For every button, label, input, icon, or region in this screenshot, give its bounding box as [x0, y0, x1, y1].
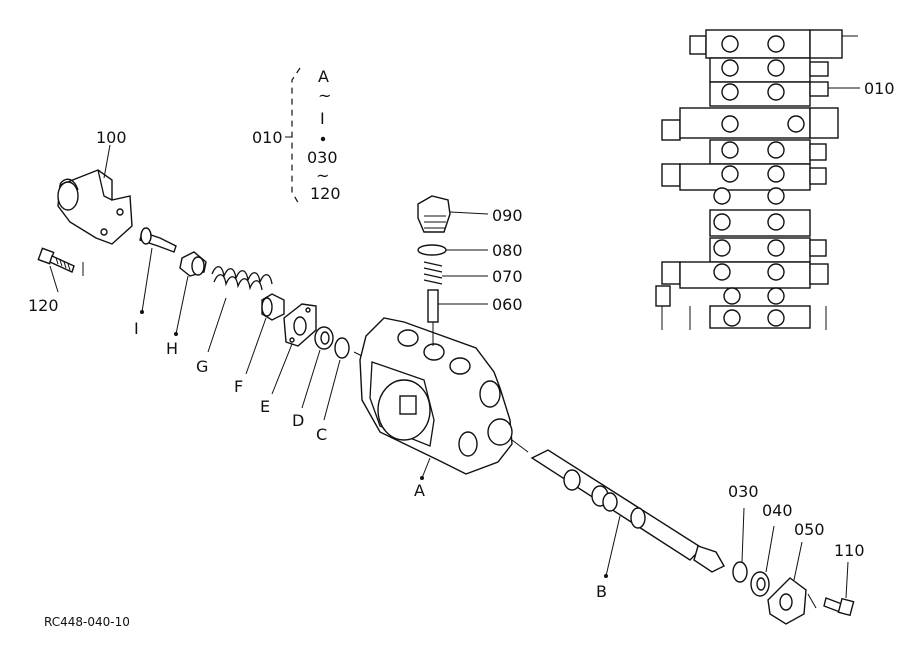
range-tilde-1: ~	[318, 86, 331, 105]
label-010: 010	[864, 79, 895, 98]
range-code: 010	[252, 128, 283, 147]
range-bracket	[291, 67, 301, 207]
part-110-bolt: 110	[807, 541, 865, 617]
part-060-pin: 060	[427, 289, 523, 346]
label-C: C	[316, 425, 327, 444]
label-030: 030	[728, 482, 759, 501]
part-030-oring: 030	[728, 482, 759, 583]
label-070: 070	[492, 267, 523, 286]
part-A-valve-body: A	[359, 317, 513, 500]
label-A: A	[414, 481, 425, 500]
range-from-letter: A	[318, 67, 329, 86]
label-090: 090	[492, 206, 523, 225]
range-from-number: 030	[307, 148, 338, 167]
label-120: 120	[28, 296, 59, 315]
part-F-sleeve: F	[234, 293, 285, 396]
label-060: 060	[492, 295, 523, 314]
part-I-pin: I	[134, 227, 177, 338]
reference-code: RC448-040-10	[44, 615, 130, 629]
assembly-overview: 010	[655, 29, 895, 330]
label-I: I	[134, 319, 139, 338]
part-C-oring: C	[316, 337, 350, 444]
part-090-plug: 090	[417, 195, 523, 233]
label-G: G	[196, 357, 208, 376]
label-D: D	[292, 411, 304, 430]
label-040: 040	[762, 501, 793, 520]
part-120-bolt: 120	[28, 247, 84, 315]
part-B-spool: B	[511, 439, 725, 601]
label-050: 050	[794, 520, 825, 539]
range-tilde-2: ~	[316, 166, 329, 185]
label-B: B	[596, 582, 607, 601]
part-050-plate: 050	[767, 520, 825, 625]
label-110: 110	[834, 541, 865, 560]
range-dot	[320, 136, 326, 142]
part-040-washer: 040	[750, 501, 793, 597]
part-070-spring: 070	[423, 261, 523, 286]
label-H: H	[166, 339, 178, 358]
label-080: 080	[492, 241, 523, 260]
range-to-letter: I	[320, 109, 325, 128]
part-100-cap: 100	[57, 128, 133, 245]
part-D-washer: D	[292, 326, 334, 430]
part-E-plate: E	[260, 303, 317, 416]
part-G-spring: G	[196, 266, 273, 376]
label-100: 100	[96, 128, 127, 147]
range-to-number: 120	[310, 184, 341, 203]
label-E: E	[260, 397, 270, 416]
part-080-oring: 080	[417, 241, 523, 260]
range-group: 010 A ~ I 030 ~ 120	[252, 67, 341, 207]
part-H-seat: H	[166, 251, 207, 358]
label-F: F	[234, 377, 243, 396]
